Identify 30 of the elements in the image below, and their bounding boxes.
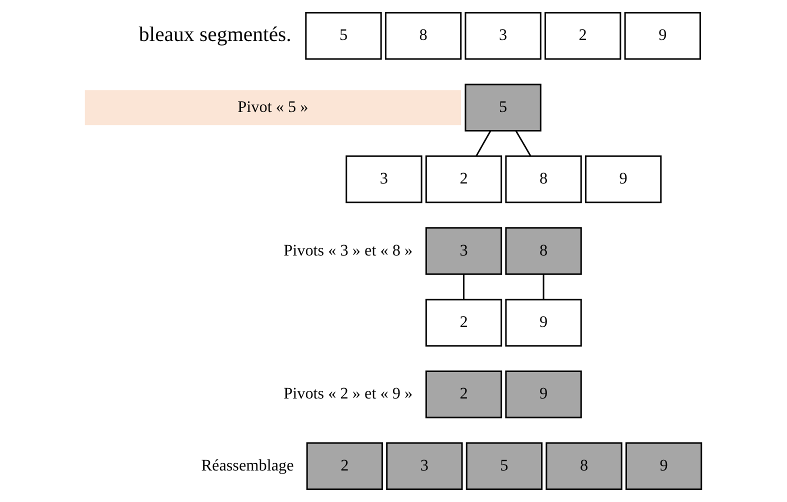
node-box: 8 [505, 155, 582, 204]
node-box: 3 [386, 442, 463, 490]
connector [463, 274, 464, 300]
node-box: 5 [466, 442, 543, 490]
label: Pivots « 3 » et « 8 » [284, 242, 413, 260]
node-box: 3 [464, 12, 542, 60]
label: bleaux segmentés. [138, 22, 292, 46]
node-box: 9 [584, 155, 662, 204]
node-box: 9 [625, 442, 702, 490]
connector [476, 130, 492, 156]
node-box: 2 [425, 298, 502, 347]
node-box: 2 [425, 155, 502, 204]
node-box: 9 [624, 12, 701, 60]
label: Réassemblage [201, 457, 294, 474]
node-box: 8 [384, 12, 462, 60]
connector [515, 130, 532, 156]
node-box: 9 [505, 370, 582, 418]
node-box: 3 [346, 155, 422, 204]
node-box: 2 [544, 12, 622, 60]
node-box: 2 [306, 442, 383, 490]
node-box: 2 [425, 370, 502, 418]
node-box: 3 [425, 227, 502, 275]
node-box: 8 [505, 227, 582, 275]
label: Pivots « 2 » et « 9 » [284, 386, 413, 403]
node-box: 5 [464, 84, 542, 132]
node-box: 5 [305, 12, 382, 60]
node-box: 8 [546, 442, 622, 490]
node-box: 9 [505, 298, 582, 347]
connector [542, 274, 544, 300]
node-box: Pivot « 5 » [84, 90, 462, 126]
